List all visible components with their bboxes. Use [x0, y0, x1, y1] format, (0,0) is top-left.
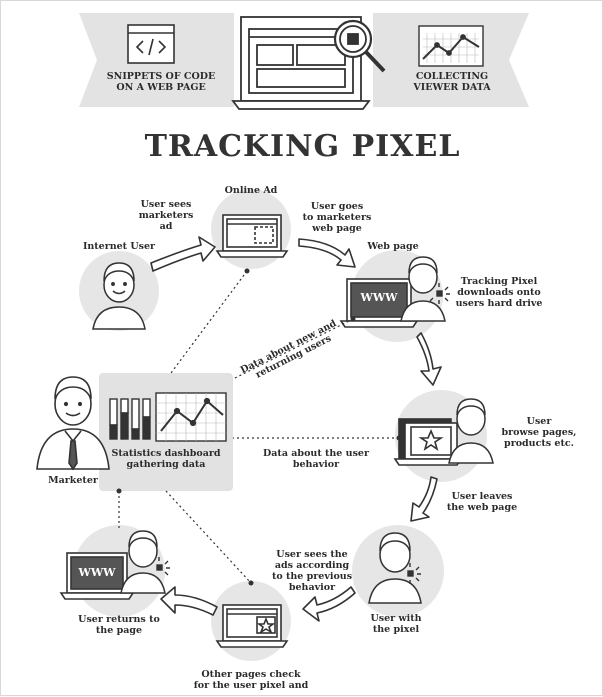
pixel-burst-icon: [429, 283, 450, 304]
www-text-return: WWW: [78, 566, 116, 579]
code-window-icon: [127, 24, 175, 64]
web-page-laptop-icon: [339, 278, 419, 328]
label-user-leaves: User leaves the web page: [446, 491, 518, 513]
laptop-magnifier-icon: [231, 16, 386, 110]
pixel-burst-icon-3: [156, 557, 170, 576]
arrow-other-to-return: [160, 586, 218, 616]
dashboard-line-chart-icon: [155, 392, 227, 442]
label-user-browse: User browse pages, products etc.: [501, 416, 577, 449]
label-user-with-pixel: User with the pixel: [370, 613, 422, 635]
label-stats-dashboard: Statistics dashboard gathering data: [111, 448, 221, 470]
connector-dashboard-other: [165, 490, 254, 586]
other-pages-laptop-icon: [215, 604, 289, 648]
diagram-title: TRACKING PIXEL: [144, 129, 461, 164]
bar-chart-icon: [109, 398, 151, 440]
label-data-behavior: Data about the user behavior: [263, 448, 369, 470]
line-chart-icon: [418, 25, 484, 67]
label-tracking-pixel: Tracking Pixel downloads onto users hard…: [455, 276, 543, 309]
label-internet-user: Internet User: [82, 241, 156, 252]
marketer-figure: [36, 376, 110, 471]
label-user-returns: User returns to the page: [78, 614, 160, 636]
label-online-ad: Online Ad: [224, 185, 278, 196]
arrow-pixel-to-other: [302, 586, 356, 622]
arrow-browse-to-leave: [410, 476, 438, 522]
browse-user-figure: [448, 398, 494, 464]
label-marketer: Marketer: [48, 475, 98, 486]
return-laptop-icon: [59, 552, 135, 600]
label-web-page: Web page: [367, 241, 419, 252]
label-collecting-viewer-data: COLLECTING VIEWER DATA: [413, 71, 491, 93]
arrow-webpage-to-browse: [416, 332, 442, 386]
flow-arrows: [150, 236, 442, 622]
connector-ad-dashboard: [170, 268, 250, 374]
label-user-goes: User goes to marketers web page: [302, 201, 372, 234]
arrow-user-to-ad: [150, 236, 216, 272]
dotted-connectors: [116, 268, 402, 586]
connector-web-dashboard: [232, 316, 356, 380]
web-page-user-figure: [400, 256, 446, 322]
www-text-webpage: WWW: [360, 291, 398, 304]
label-user-sees-ad: User sees marketers ad: [138, 199, 194, 232]
internet-user-figure: [92, 262, 146, 330]
label-other-pages: Other pages check for the user pixel and: [193, 669, 309, 691]
arrow-ad-to-webpage: [298, 238, 356, 268]
label-snippets-of-code: SNIPPETS OF CODE ON A WEB PAGE: [106, 71, 216, 93]
pixel-burst-icon-2: [407, 563, 421, 584]
user-with-pixel-figure: [368, 532, 422, 604]
label-user-sees-ads-prev: User sees the ads according to the previ…: [271, 549, 353, 593]
return-user-figure: [120, 530, 166, 594]
online-ad-laptop-icon: [215, 214, 289, 258]
